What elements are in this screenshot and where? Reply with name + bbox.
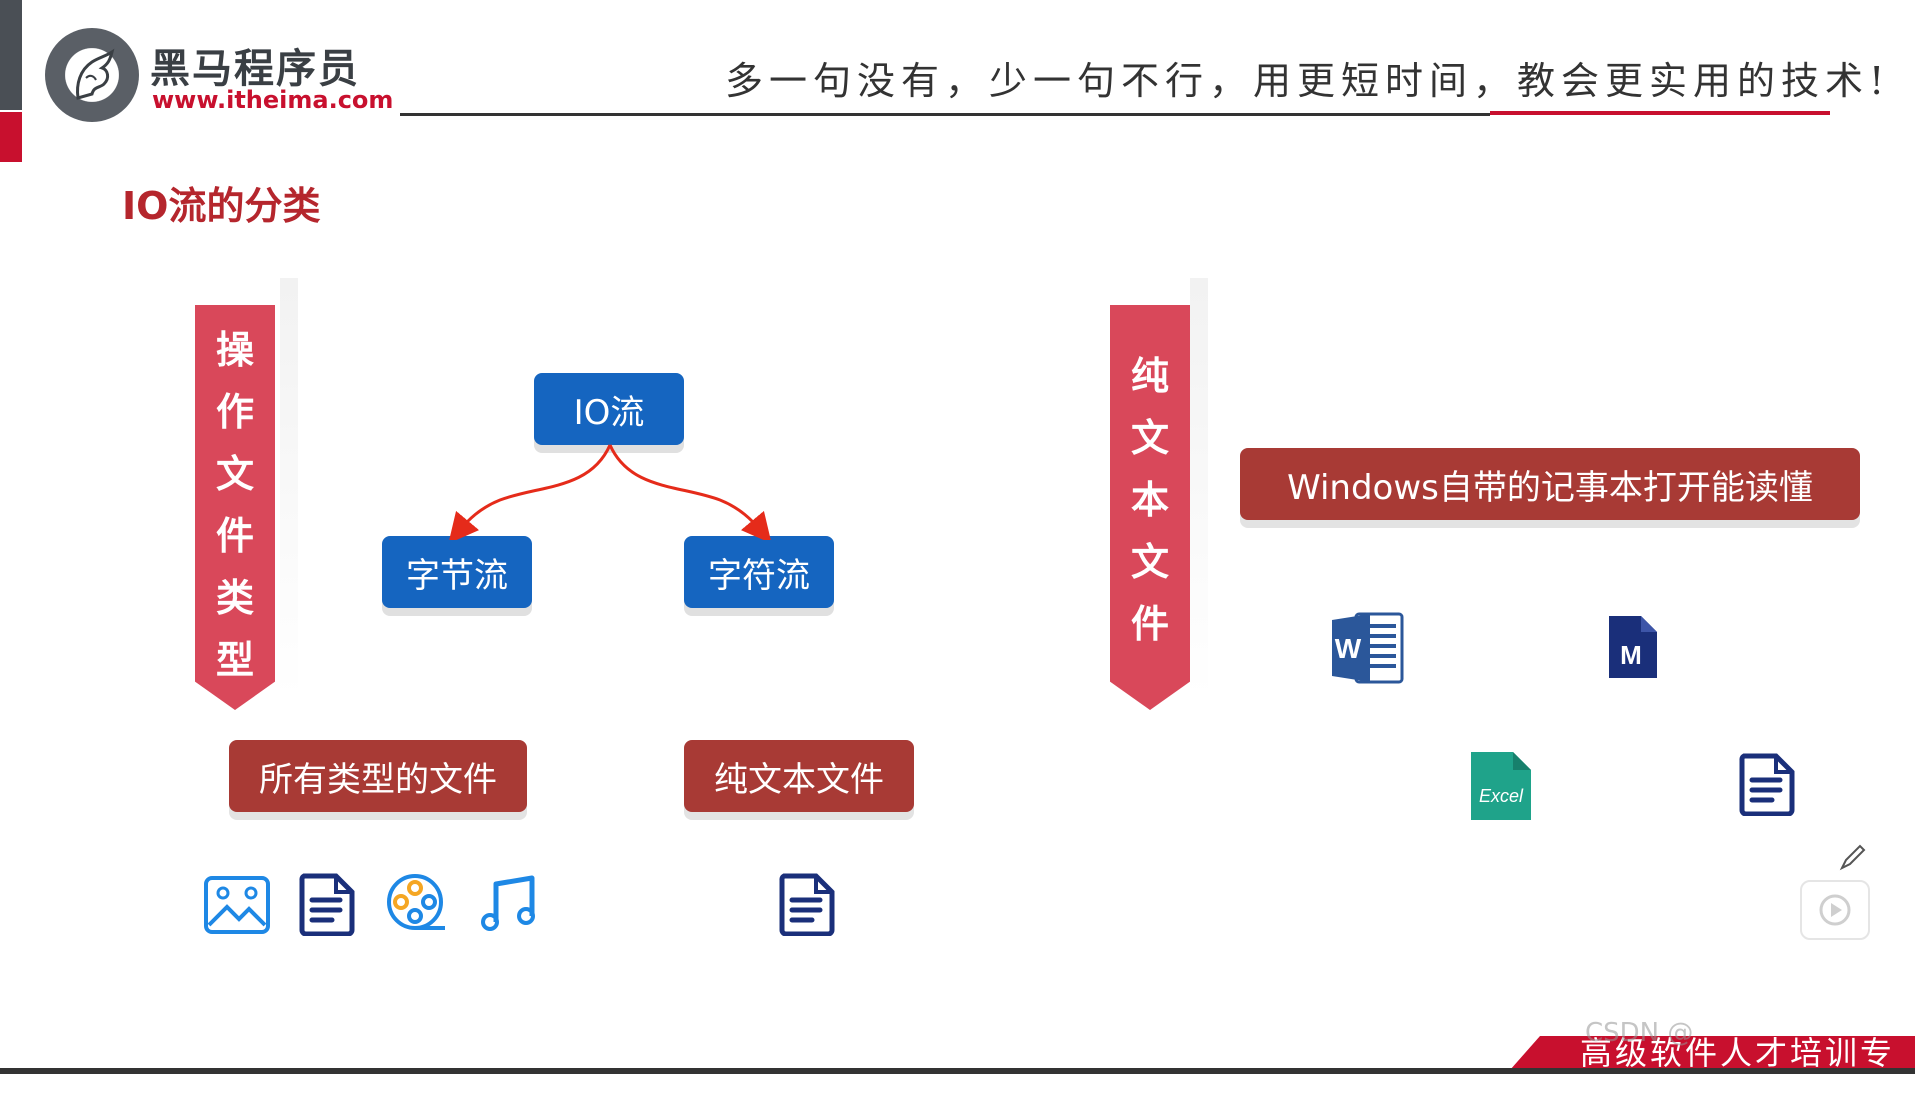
horse-logo-icon — [76, 48, 115, 100]
markdown-file-icon: M — [1605, 612, 1661, 682]
film-reel-icon — [385, 872, 449, 936]
notepad-readable-label: Windows自带的记事本打开能读懂 — [1240, 448, 1860, 520]
page-title: IO流的分类 — [122, 184, 321, 228]
io-stream-node: IO流 — [534, 373, 684, 445]
ribbon-char: 文 — [1130, 540, 1169, 584]
ribbon-plain-text-file: 纯 文 本 文 件 — [1110, 305, 1190, 710]
ribbon-char: 文 — [215, 452, 254, 496]
logo-url: www.itheima.com — [152, 86, 394, 114]
document-icon — [778, 872, 836, 936]
logo-name: 黑马程序员 — [150, 46, 360, 92]
document-icon — [298, 872, 356, 936]
pencil-icon[interactable] — [1838, 842, 1868, 872]
excel-file-icon: Excel — [1467, 748, 1535, 824]
header-slogan: 多一句没有，少一句不行，用更短时间，教会更实用的技术! — [725, 59, 1891, 103]
footer-line — [0, 1068, 1915, 1074]
footer-banner — [1510, 1036, 1915, 1070]
ribbon-char: 作 — [215, 390, 254, 434]
ribbon-char: 件 — [215, 514, 254, 558]
ribbon-char: 件 — [1130, 602, 1169, 646]
markdown-letter: M — [1620, 640, 1642, 670]
tree-arrows — [448, 444, 772, 540]
play-button[interactable] — [1800, 880, 1870, 940]
left-edge-gray-bar — [0, 0, 22, 110]
play-icon — [1819, 894, 1851, 926]
ribbon-char: 本 — [1130, 478, 1169, 522]
all-file-types-label: 所有类型的文件 — [229, 740, 527, 812]
music-note-icon — [478, 874, 538, 934]
char-stream-node: 字符流 — [684, 536, 834, 608]
left-edge-red-bar — [0, 112, 22, 162]
ribbon-shadow — [1190, 278, 1208, 698]
ribbon-operation-file-type: 操 作 文 件 类 型 — [195, 305, 275, 710]
ribbon-char: 类 — [215, 576, 254, 620]
excel-label: Excel — [1479, 786, 1524, 806]
plain-text-file-label: 纯文本文件 — [684, 740, 914, 812]
word-letter: W — [1335, 633, 1362, 664]
csdn-watermark: CSDN @ — [1585, 1018, 1694, 1048]
document-icon — [1738, 752, 1796, 816]
header-divider — [400, 113, 1490, 116]
ribbon-char: 纯 — [1130, 354, 1169, 398]
header-divider-accent — [1490, 111, 1830, 115]
image-icon — [203, 875, 271, 935]
logo-emblem — [45, 28, 139, 122]
ribbon-char: 型 — [215, 638, 254, 682]
ribbon-char: 文 — [1130, 416, 1169, 460]
ribbon-char: 操 — [215, 328, 254, 372]
ribbon-shadow — [280, 278, 298, 698]
byte-stream-node: 字节流 — [382, 536, 532, 608]
word-file-icon: W — [1330, 610, 1406, 686]
